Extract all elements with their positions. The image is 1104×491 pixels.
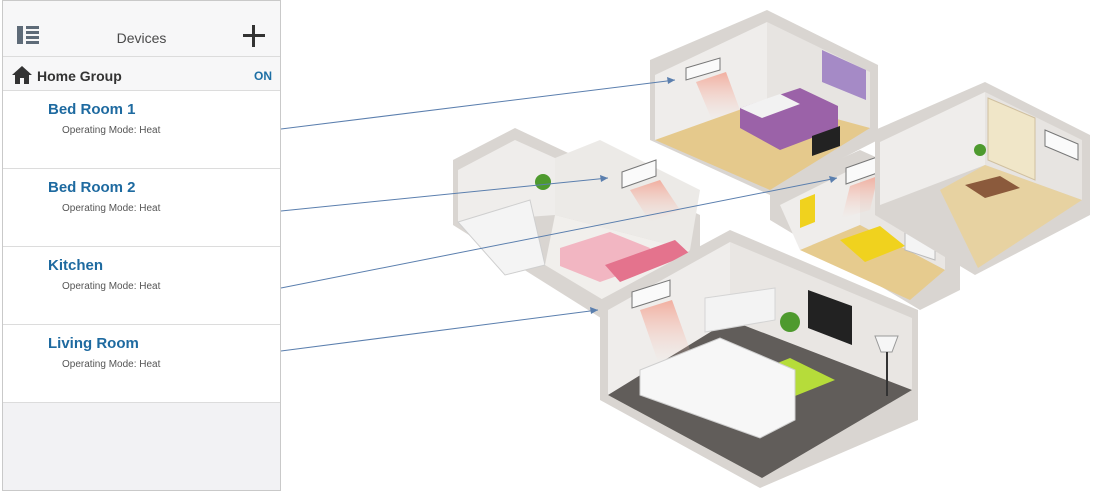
device-name: Bed Room 2 <box>48 179 136 196</box>
device-name: Kitchen <box>48 257 104 274</box>
device-mode: Operating Mode: Heat <box>62 281 161 292</box>
phone-app-screen: Devices Home Group ON Bed Room 1 Operati… <box>2 0 281 491</box>
device-mode: Operating Mode: Heat <box>62 125 161 136</box>
connector-lines <box>280 79 838 352</box>
bedroom-2-room <box>453 128 700 330</box>
group-title: Home Group <box>37 68 122 84</box>
device-list: Bed Room 1 Operating Mode: Heat Bed Room… <box>3 91 280 403</box>
home-icon <box>12 66 32 84</box>
page-title: Devices <box>116 30 167 46</box>
device-row-bed-room-1[interactable]: Bed Room 1 Operating Mode: Heat <box>3 91 280 169</box>
device-row-bed-room-2[interactable]: Bed Room 2 Operating Mode: Heat <box>3 169 280 247</box>
group-status-toggle[interactable]: ON <box>254 69 272 83</box>
plus-icon[interactable] <box>243 25 265 47</box>
home-group-header[interactable]: Home Group ON <box>3 57 280 91</box>
top-bar: Devices <box>3 1 280 57</box>
device-row-living-room[interactable]: Living Room Operating Mode: Heat <box>3 325 280 403</box>
connector-living-room <box>280 309 599 352</box>
device-mode: Operating Mode: Heat <box>62 203 161 214</box>
sidebar-menu-icon[interactable] <box>17 26 39 44</box>
bedroom-1-room <box>650 10 878 195</box>
device-mode: Operating Mode: Heat <box>62 359 161 370</box>
connector-kitchen <box>280 177 838 289</box>
connector-arrowheads <box>590 77 837 314</box>
right-room <box>875 82 1090 275</box>
connector-bed-room-2 <box>280 177 609 212</box>
device-name: Living Room <box>48 335 139 352</box>
device-row-kitchen[interactable]: Kitchen Operating Mode: Heat <box>3 247 280 325</box>
kitchen-room <box>770 150 960 310</box>
device-name: Bed Room 1 <box>48 101 136 118</box>
living-room-room <box>600 230 918 488</box>
connector-bed-room-1 <box>280 79 676 130</box>
